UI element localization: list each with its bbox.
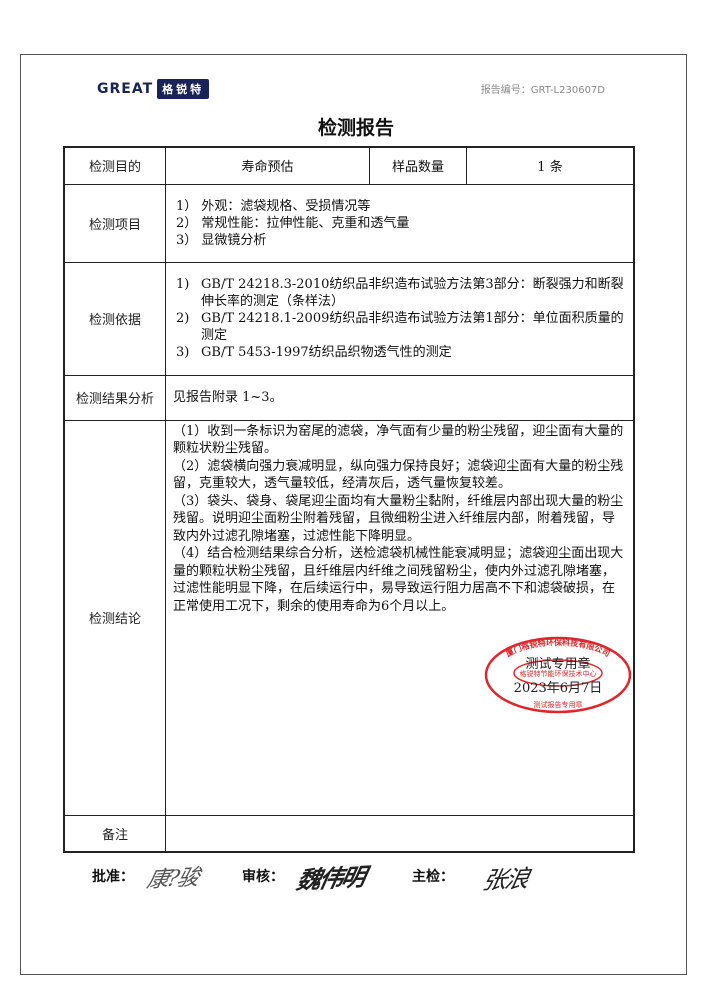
analysis-value: 见报告附录 1~3。 — [165, 374, 635, 421]
label-analysis: 检测结果分析 — [63, 374, 166, 421]
purpose-value: 寿命预估 — [165, 146, 370, 185]
svg-text:格锐特节能环保技术中心: 格锐特节能环保技术中心 — [520, 669, 597, 678]
signoff: 批准： 康?骏 审核： 魏伟明 主检： 张浪 — [92, 858, 608, 895]
row-remarks: 备注 — [63, 814, 635, 853]
report-table: 检测目的 寿命预估 样品数量 1 条 检测项目 1） 外观：滤袋规格、受损情况等… — [63, 146, 635, 853]
official-stamp: 厦门格锐特环保科技有限公司 格锐特节能环保技术中心 测试报告专用章 测试专用章 … — [483, 635, 633, 715]
inspect-signature: 张浪 — [480, 864, 531, 895]
review-signature: 魏伟明 — [294, 862, 367, 895]
report-number: 报告编号：GRT-L230607D — [480, 85, 605, 96]
basis-line: 2)GB/T 24218.1-2009纺织品非织造布试验方法第1部分：单位面积质… — [176, 311, 624, 343]
label-purpose: 检测目的 — [63, 146, 166, 185]
row-analysis: 检测结果分析 见报告附录 1~3。 — [63, 374, 635, 421]
row-purpose: 检测目的 寿命预估 样品数量 1 条 — [63, 146, 635, 185]
label-items: 检测项目 — [63, 183, 166, 263]
row-basis: 检测依据 1)GB/T 24218.3-2010纺织品非织造布试验方法第3部分：… — [63, 261, 635, 376]
stamp-seal-icon: 厦门格锐特环保科技有限公司 格锐特节能环保技术中心 测试报告专用章 — [484, 636, 632, 714]
report-date: 2023年6月7日 — [513, 681, 603, 696]
conclusion-paragraph: （2）滤袋横向强力衰减明显，纵向强力保持良好；滤袋迎尘面有大量的粉尘残留，克重较… — [173, 458, 624, 492]
page-frame — [20, 54, 687, 975]
conclusion-paragraph: （1）收到一条标识为窑尾的滤袋，净气面有少量的粉尘残留，迎尘面有大量的颗粒状粉尘… — [173, 423, 624, 457]
logo-en: GREAT — [97, 81, 154, 97]
label-basis: 检测依据 — [63, 261, 166, 376]
svg-text:测试报告专用章: 测试报告专用章 — [534, 700, 583, 709]
label-conclusion: 检测结论 — [63, 419, 166, 816]
review-label: 审核： — [242, 868, 284, 885]
item-line: 1） 外观：滤袋规格、受损情况等 — [176, 198, 371, 214]
approve-signature: 康?骏 — [144, 865, 200, 893]
page-title: 检测报告 — [317, 117, 394, 139]
row-items: 检测项目 1） 外观：滤袋规格、受损情况等 2） 常规性能：拉伸性能、克重和透气… — [63, 183, 635, 263]
approve-label: 批准： — [92, 868, 134, 885]
conclusion-paragraph: （3）袋头、袋身、袋尾迎尘面均有大量粉尘黏附，纤维层内部出现大量的粉尘残留。说明… — [173, 493, 624, 544]
basis-line: 1)GB/T 24218.3-2010纺织品非织造布试验方法第3部分：断裂强力和… — [176, 277, 624, 309]
inspect-label: 主检： — [412, 868, 454, 885]
basis-line: 3)GB/T 5453-1997纺织品织物透气性的测定 — [176, 345, 452, 360]
conclusion-paragraph: （4）结合检测结果综合分析，送检滤袋机械性能衰减明显；滤袋迎尘面出现大量的颗粒状… — [173, 546, 624, 614]
item-line: 3） 显微镜分析 — [176, 232, 267, 248]
item-line: 2） 常规性能：拉伸性能、克重和透气量 — [176, 215, 410, 231]
remarks-value — [165, 814, 635, 853]
row-conclusion: 检测结论 （1）收到一条标识为窑尾的滤袋，净气面有少量的粉尘残留，迎尘面有大量的… — [63, 419, 635, 816]
company-logo: GREAT 格锐特 — [97, 79, 210, 99]
logo-cn: 格锐特 — [157, 79, 210, 99]
label-remarks: 备注 — [63, 814, 166, 853]
stamp-label: 测试专用章 — [525, 657, 591, 672]
qty-label: 样品数量 — [369, 146, 467, 185]
qty-value: 1 条 — [466, 146, 635, 185]
